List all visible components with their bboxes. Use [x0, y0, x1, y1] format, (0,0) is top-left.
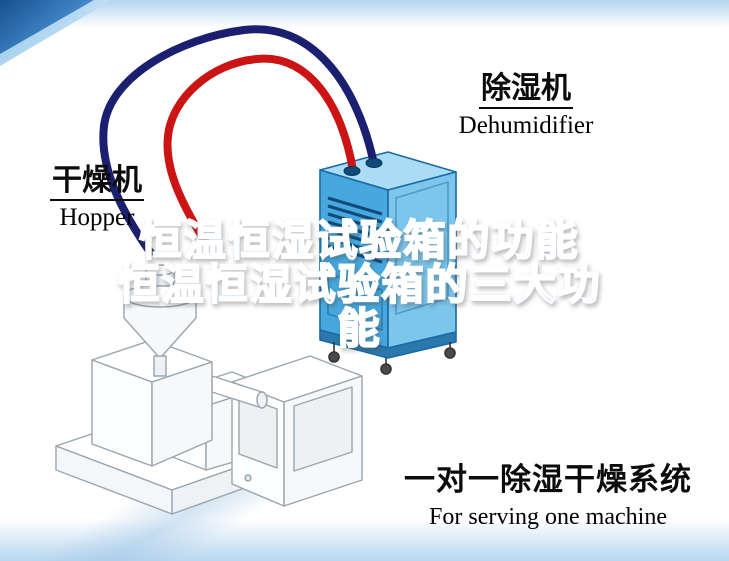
dehumidifier-unit [319, 151, 457, 375]
dehumidifier-casters [328, 342, 456, 375]
molding-machine [55, 339, 363, 515]
hopper-label-en: Hopper [59, 204, 135, 231]
page-title-line3: 能 [0, 306, 719, 352]
dehumidifier-label-en: Dehumidifier [458, 112, 594, 139]
bottom-gradient-band [0, 519, 729, 561]
page-title-line1: 恒温恒湿试验箱的功能 [0, 218, 719, 264]
hopper-stem [153, 355, 167, 377]
page-title-line2: 恒温恒湿试验箱的三大功 [0, 262, 719, 308]
machine-barrel-end [256, 391, 268, 409]
dehumidifier-front-panel [327, 273, 383, 331]
system-caption-cn: 一对一除湿干燥系统 [404, 462, 692, 497]
hopper-funnel [123, 264, 197, 377]
hopper-stand-side [151, 361, 213, 467]
hose-port [343, 166, 361, 176]
machine-cabinet-side-panel [293, 386, 353, 472]
blue-hose-fitting [145, 247, 155, 257]
dehumidifier-label: 除湿机 Dehumidifier [446, 72, 606, 140]
dehumidifier-base-strip [319, 329, 457, 359]
red-supply-hose [163, 54, 357, 246]
hopper-label-cn: 干燥机 [34, 164, 160, 201]
machine-button [244, 474, 252, 482]
page-title: 恒温恒湿试验箱的功能 恒温恒湿试验箱的三大功 能 [0, 218, 719, 352]
hopper-label: 干燥机 Hopper [34, 164, 160, 232]
system-caption-en: For serving one machine [429, 504, 667, 530]
dehumidifier-label-cn: 除湿机 [446, 72, 606, 109]
hose-port [365, 158, 383, 168]
system-caption: 一对一除湿干燥系统 For serving one machine [403, 454, 693, 531]
hopper-lid-top [145, 264, 175, 276]
top-gradient-band [0, 0, 729, 28]
dehumidifier-side-panel [395, 181, 449, 315]
dehumidifier-label-cn-text: 除湿机 [479, 72, 573, 109]
red-hose-fitting [200, 237, 210, 247]
dehumidifier-vent-slats [327, 196, 383, 264]
hopper-label-cn-text: 干燥机 [50, 164, 144, 201]
blue-return-hose [99, 25, 378, 256]
